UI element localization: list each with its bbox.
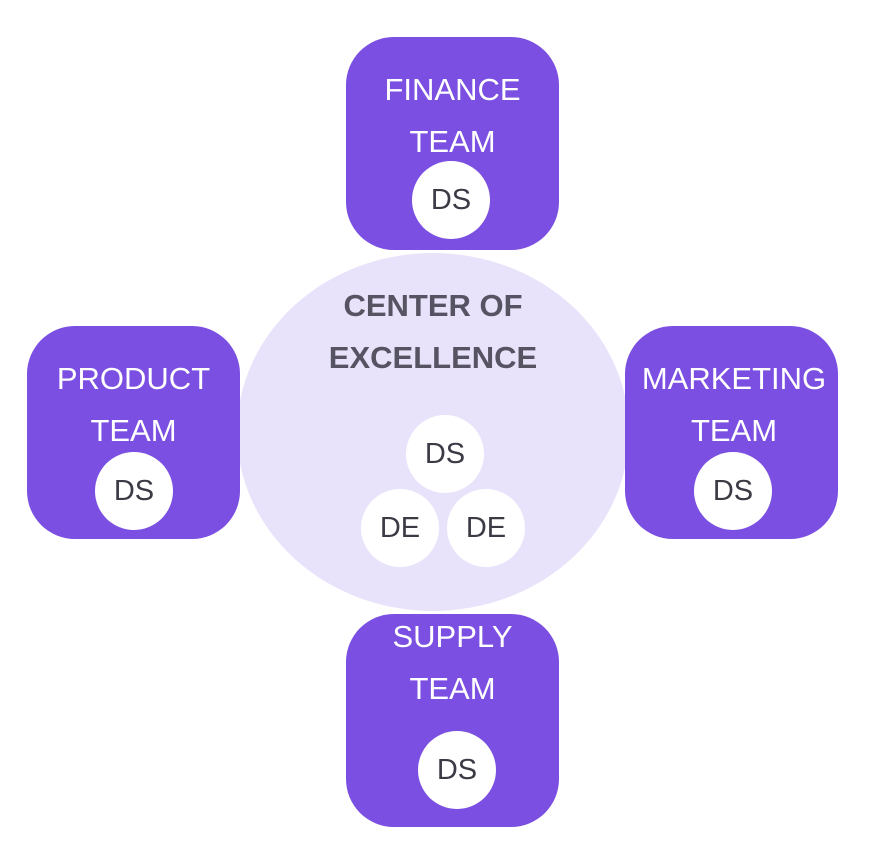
center-member-badge: DE (361, 489, 439, 567)
product-team-label: PRODUCT TEAM (27, 353, 240, 457)
center-member-badge: DE (447, 489, 525, 567)
center-of-excellence-title: CENTER OF EXCELLENCE (237, 280, 629, 384)
finance-team-label: FINANCE TEAM (346, 64, 559, 168)
supply-team-label: SUPPLY TEAM (346, 611, 559, 715)
marketing-team-member-badge: DS (694, 452, 772, 530)
supply-team-label-line1: SUPPLY (392, 619, 513, 654)
marketing-team-label-line2: TEAM (690, 413, 778, 448)
product-team-member-badge: DS (95, 452, 173, 530)
supply-team-member-badge: DS (418, 731, 496, 809)
finance-team-member-badge: DS (412, 161, 490, 239)
center-title-line2: EXCELLENCE (328, 340, 538, 375)
marketing-team-label: MARKETING TEAM (621, 353, 847, 457)
product-team-label-line2: TEAM (90, 413, 177, 448)
product-team-label-line1: PRODUCT (56, 361, 211, 396)
center-title-line1: CENTER OF (343, 288, 523, 323)
finance-team-label-line2: TEAM (409, 124, 496, 159)
finance-team-label-line1: FINANCE (384, 72, 521, 107)
center-member-badge: DS (406, 415, 484, 493)
marketing-team-label-line1: MARKETING (641, 361, 827, 396)
supply-team-label-line2: TEAM (409, 671, 496, 706)
